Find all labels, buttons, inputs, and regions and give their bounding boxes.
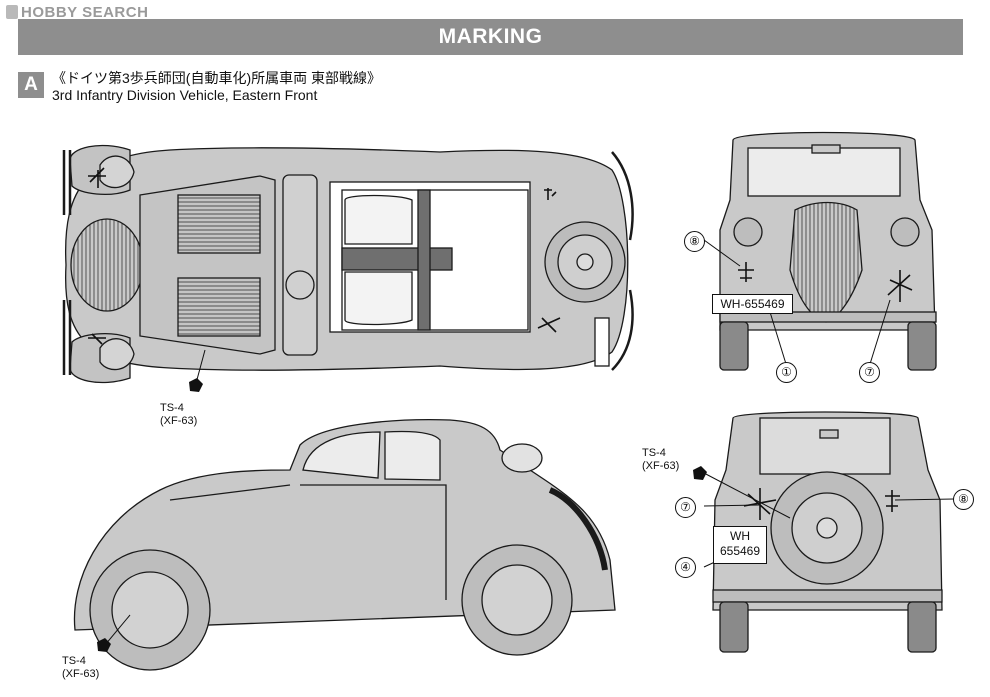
- front-view-emblems: [738, 262, 913, 302]
- top-view-division-emblems: [88, 167, 561, 345]
- section-title-japanese: 《ドイツ第3歩兵師団(自動車化)所属車両 東部戦線》: [52, 70, 381, 86]
- section-letter-badge: A: [18, 72, 44, 98]
- marking-header-bar: MARKING: [18, 19, 963, 55]
- rear-view-drawing: [712, 411, 943, 653]
- callout-rear-left-emblem: ⑦: [675, 497, 696, 518]
- section-title-english: 3rd Infantry Division Vehicle, Eastern F…: [52, 87, 318, 103]
- side-view-paint-xf: (XF-63): [62, 668, 100, 680]
- front-license-plate: WH-655469: [712, 294, 793, 314]
- top-view-paint-xf: (XF-63): [160, 415, 198, 427]
- header-title: MARKING: [438, 25, 543, 48]
- rear-view-paint-pointer: [693, 466, 791, 519]
- top-view-drawing: [62, 144, 634, 384]
- top-view-paint-pointer: [189, 349, 206, 392]
- side-view-drawing: [73, 419, 616, 671]
- side-view-paint-code: TS-4: [62, 655, 86, 667]
- callout-front-plate: ①: [776, 362, 797, 383]
- callout-front-right-emblem: ⑦: [859, 362, 880, 383]
- rear-plate-line-1: WH: [730, 529, 750, 543]
- front-view-drawing: [719, 131, 937, 371]
- side-view-paint-pointer: [97, 614, 131, 652]
- rear-license-plate: WH 655469: [713, 526, 767, 564]
- hobby-search-watermark: HOBBY SEARCH: [6, 4, 148, 21]
- callout-front-left-emblem: ⑧: [684, 231, 705, 252]
- top-view-paint-label: TS-4 (XF-63): [160, 402, 197, 428]
- rear-view-paint-label: TS-4 (XF-63): [642, 447, 679, 473]
- rear-view-paint-code: TS-4: [642, 447, 666, 459]
- top-view-paint-code: TS-4: [160, 402, 184, 414]
- callout-rear-plate: ④: [675, 557, 696, 578]
- hobby-search-logo-icon: [6, 5, 18, 19]
- rear-plate-line-2: 655469: [719, 544, 761, 558]
- rear-view-paint-xf: (XF-63): [642, 460, 680, 472]
- side-view-paint-label: TS-4 (XF-63): [62, 655, 99, 681]
- watermark-text: HOBBY SEARCH: [21, 4, 149, 21]
- callout-rear-right-emblem: ⑧: [953, 489, 974, 510]
